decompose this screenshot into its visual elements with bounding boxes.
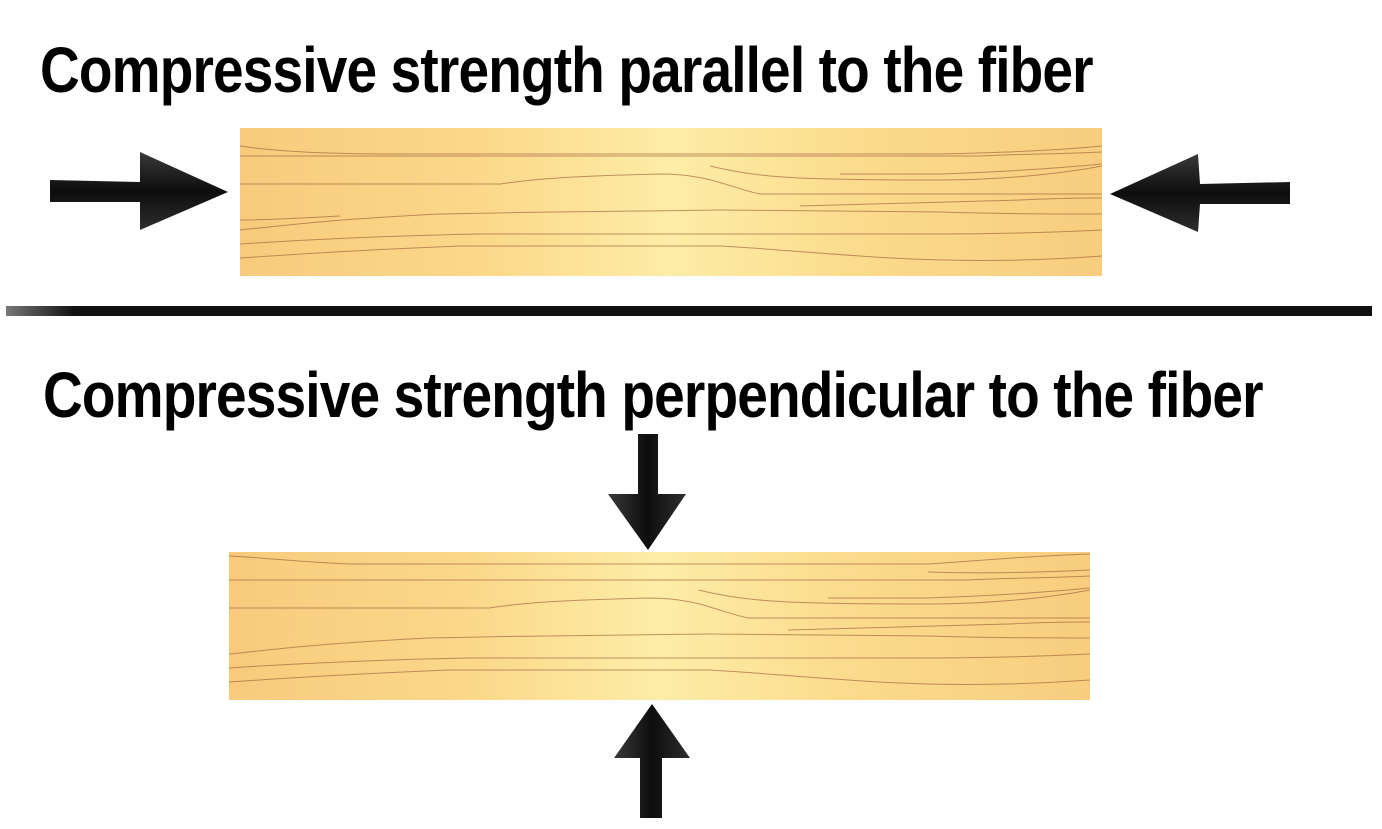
arrow-right-icon [50, 152, 228, 230]
perpendicular-title: Compressive strength perpendicular to th… [43, 359, 1264, 431]
parallel-title: Compressive strength parallel to the fib… [40, 34, 1094, 106]
wood-grain-lines [229, 553, 1090, 685]
arrow-down-icon [608, 434, 686, 550]
wood-board-parallel [240, 128, 1102, 276]
wood-board-perpendicular [229, 552, 1090, 700]
arrow-left-icon [1110, 154, 1290, 232]
wood-grain-lines [240, 145, 1102, 261]
section-divider [6, 306, 1372, 316]
arrow-up-icon [614, 704, 690, 818]
board-surface [229, 552, 1090, 700]
board-surface [240, 128, 1102, 276]
